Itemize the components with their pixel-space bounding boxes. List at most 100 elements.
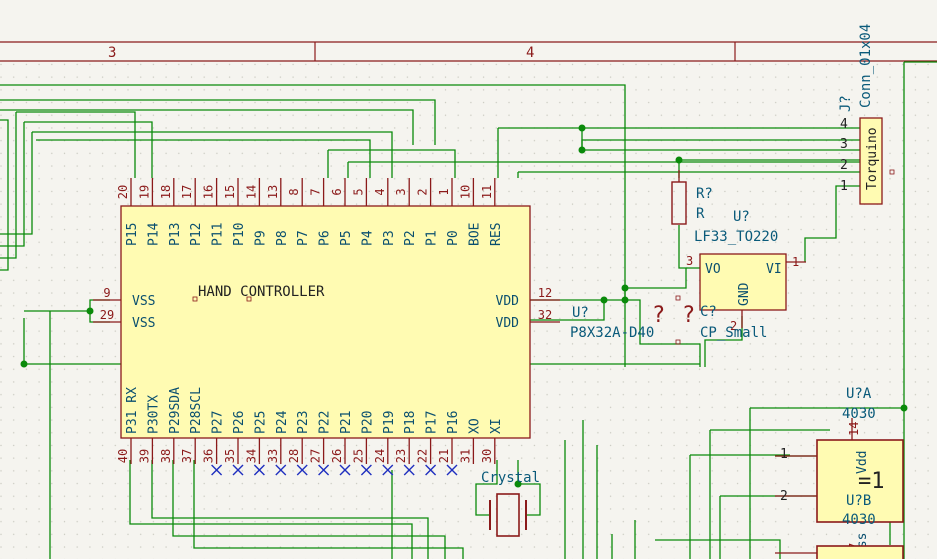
main-ic-pin-name: P11 <box>211 223 226 246</box>
main-ic-pin-name: P4 <box>360 230 375 246</box>
main-ic-pin-number: 12 <box>538 286 552 300</box>
frame-column-label: 4 <box>526 45 534 61</box>
main-ic-pin-number: 8 <box>287 188 301 195</box>
main-ic-title: HAND CONTROLLER <box>198 284 325 300</box>
main-ic-pin-number: 18 <box>159 185 173 199</box>
regulator-pin-name: VI <box>766 262 782 277</box>
main-ic-pin-number: 14 <box>244 185 258 199</box>
logic-ic-b-body <box>816 545 904 559</box>
main-ic-pin-name: VSS <box>132 316 155 331</box>
main-ic-pin-name: VSS <box>132 294 155 309</box>
main-ic-pin-name: P28SCL <box>189 387 204 434</box>
main-ic-pin-number: 38 <box>159 449 173 463</box>
logic-ic-a-pin-number: 2 <box>780 489 788 504</box>
main-ic-pin-number: 17 <box>180 185 194 199</box>
main-ic-pin-number: 22 <box>416 449 430 463</box>
main-ic-pin-name: P1 <box>425 230 440 246</box>
main-ic-pin-name: P29SDA <box>168 387 183 434</box>
main-ic-pin-name: RES <box>489 223 504 246</box>
no-connect-marker <box>425 464 437 476</box>
regulator-body <box>699 253 787 311</box>
capacitor[interactable]: ? ? C? CP_Small <box>652 295 767 345</box>
main-ic-pin-name: P8 <box>275 230 290 246</box>
main-ic-pin-number: 9 <box>103 286 110 300</box>
regulator-pin-name: VO <box>705 262 721 277</box>
no-connect-marker <box>211 464 223 476</box>
main-ic-pin-name: P23 <box>296 411 311 434</box>
main-ic-pin-number: 1 <box>437 188 451 195</box>
logic-ic-a-symbol: =1 <box>858 469 885 494</box>
main-ic-pin-number: 31 <box>458 449 472 463</box>
main-ic-pin-number: 6 <box>330 188 344 195</box>
regulator-value: LF33_TO220 <box>694 229 778 245</box>
main-ic-top-pins: 20P1519P1418P1317P1216P1115P1014P913P88P… <box>116 178 504 246</box>
crystal-value: Crystal <box>481 470 540 486</box>
main-ic-pin-number: 35 <box>223 449 237 463</box>
logic-ic-b[interactable]: U?B 4030 7 Vss <box>775 493 904 559</box>
main-ic-pin-number: 21 <box>437 449 451 463</box>
main-ic-pin-number: 11 <box>480 185 494 199</box>
main-ic-anchor <box>192 296 198 302</box>
sheet-frame <box>0 41 937 62</box>
main-ic-pin-name: P2 <box>403 230 418 246</box>
no-connect-marker <box>339 464 351 476</box>
main-ic-pin-name: P19 <box>382 411 397 434</box>
main-ic-pin-name: P0 <box>446 230 461 246</box>
main-ic-pin-number: 32 <box>538 308 552 322</box>
main-ic-pin-name: P20 <box>360 411 375 434</box>
main-ic-pin-number: 33 <box>266 449 280 463</box>
main-ic-pin-name: P6 <box>318 230 333 246</box>
main-ic-pin-name: P31 RX <box>125 387 140 434</box>
capacitor-unannotated-mark: ? <box>652 303 665 328</box>
main-ic-pin-number: 4 <box>373 188 387 195</box>
no-connect-marker <box>275 464 287 476</box>
capacitor-anchor <box>675 295 681 301</box>
logic-ic-b-reference: U?B <box>846 493 871 509</box>
main-ic-pin-name: P10 <box>232 223 247 246</box>
regulator-pin-number: 3 <box>686 254 693 268</box>
logic-ic-a-power-pin-name: Vdd <box>855 451 870 474</box>
regulator[interactable]: U? LF33_TO220 3 VO 1 VI 2 GND <box>686 209 806 333</box>
main-ic-pin-number: 3 <box>394 188 408 195</box>
main-ic-pin-name: VDD <box>496 316 520 331</box>
main-ic-pin-number: 34 <box>244 449 258 463</box>
regulator-pin-number: 1 <box>792 255 799 269</box>
capacitor-reference: C? <box>700 304 717 320</box>
logic-ic-b-value: 4030 <box>842 512 876 528</box>
main-ic-reference: U? <box>572 305 589 321</box>
main-ic-pin-number: 26 <box>330 449 344 463</box>
main-ic-value: P8X32A-D40 <box>570 325 654 341</box>
logic-ic-a[interactable]: U?A 4030 1 2 14 Vdd =1 <box>775 386 904 523</box>
crystal[interactable]: Crystal <box>481 470 540 537</box>
connector-pin-number: 4 <box>840 117 848 132</box>
main-ic-pin-number: 16 <box>202 185 216 199</box>
connector-value: Conn_01x04 <box>858 24 874 108</box>
connector-anchor <box>889 169 895 175</box>
main-ic-pin-number: 10 <box>458 185 472 199</box>
main-ic-pin-name: XI <box>489 418 504 434</box>
crystal-body <box>496 493 520 537</box>
main-ic-pin-name: P7 <box>296 230 311 246</box>
main-ic[interactable]: 20P1519P1418P1317P1216P1115P1014P913P88P… <box>93 178 654 464</box>
regulator-pin-name: GND <box>737 282 752 306</box>
connector[interactable]: Torquino J? Conn_01x04 4 3 2 1 <box>838 24 895 205</box>
main-ic-pin-name: VDD <box>496 294 520 309</box>
main-ic-pin-number: 2 <box>416 188 430 195</box>
main-ic-pin-name: P27 <box>211 411 226 434</box>
main-ic-pin-name: P18 <box>403 411 418 434</box>
main-ic-pin-number: 39 <box>137 449 151 463</box>
main-ic-pin-name: P3 <box>382 230 397 246</box>
capacitor-anchor <box>675 339 681 345</box>
connector-pin-number: 1 <box>840 179 848 194</box>
main-ic-pin-number: 29 <box>100 308 114 322</box>
main-ic-pin-name: P26 <box>232 411 247 434</box>
main-ic-pin-number: 20 <box>116 185 130 199</box>
wires <box>0 61 937 559</box>
main-ic-pin-name: P22 <box>318 411 333 434</box>
main-ic-pin-number: 30 <box>480 449 494 463</box>
resistor[interactable]: R? R <box>671 170 713 225</box>
regulator-pin-number: 2 <box>730 319 737 333</box>
connector-pin-number: 2 <box>840 158 848 173</box>
